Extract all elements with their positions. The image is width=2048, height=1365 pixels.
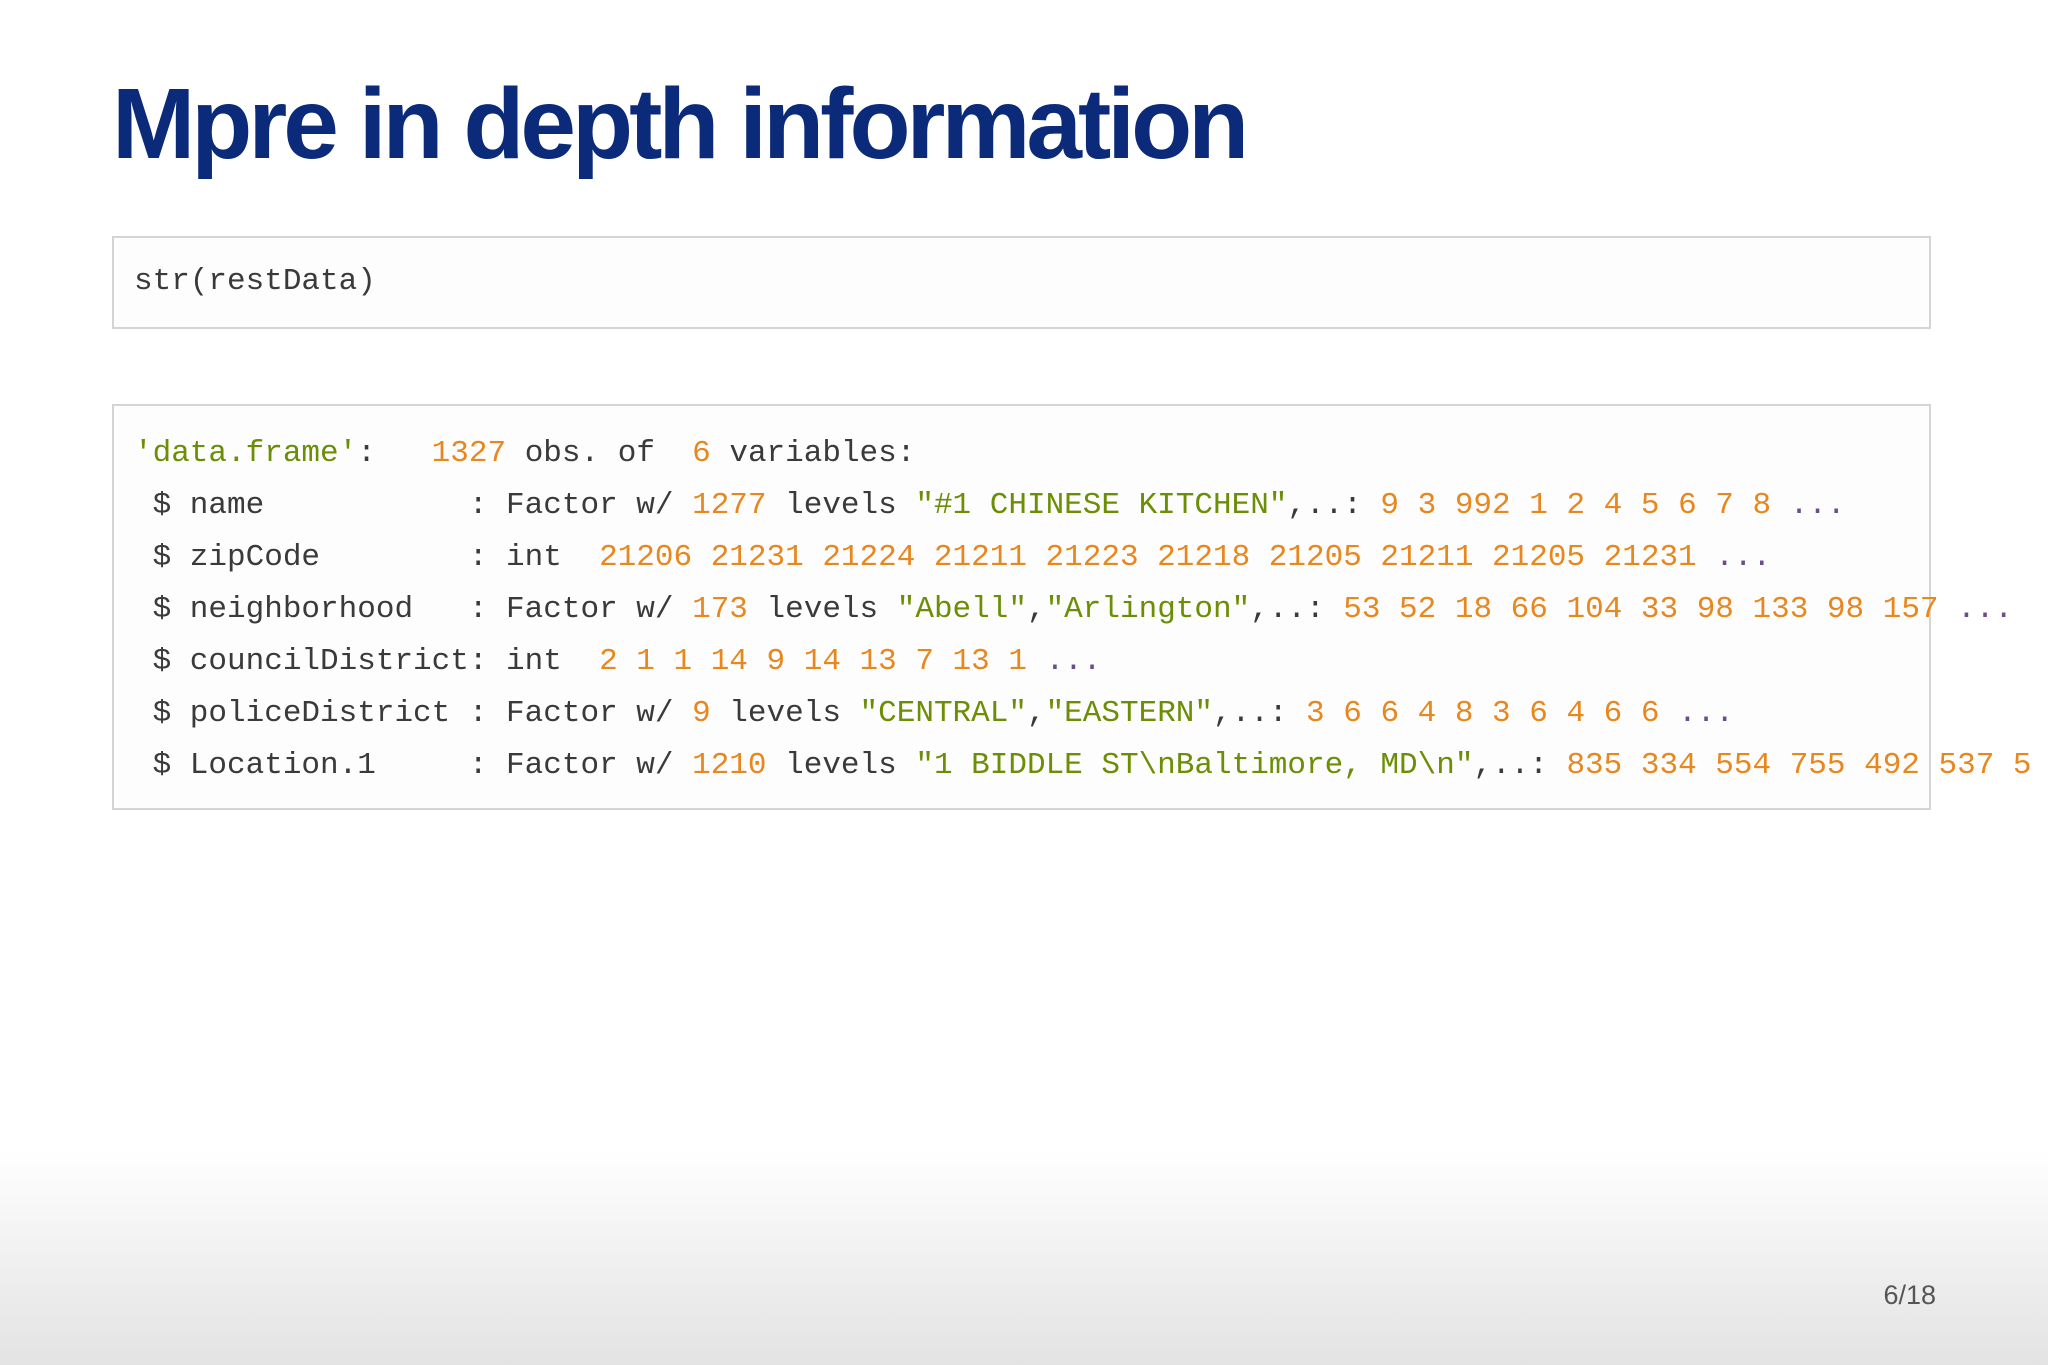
output-line: $ councilDistrict: int 2 1 1 14 9 14 13 … [134, 636, 1929, 688]
text-token: $ Location.1 : Factor w/ [134, 748, 693, 783]
output-line: 'data.frame': 1327 obs. of 6 variables: [134, 428, 1929, 480]
number-token: 2 1 1 14 9 14 13 7 13 1 [599, 644, 1027, 679]
text-token: $ neighborhood : Factor w/ [134, 592, 693, 627]
output-line: $ Location.1 : Factor w/ 1210 levels "1 … [134, 740, 2032, 792]
ellipsis-token: ... [1678, 696, 1734, 731]
text-token: ,..: [1287, 488, 1381, 523]
text-token: $ zipCode : int [134, 540, 600, 575]
text-token: , [1026, 592, 1046, 627]
text-token: levels [747, 592, 897, 627]
text-token: variables: [710, 436, 916, 471]
string-token: "CENTRAL" [859, 696, 1027, 731]
string-token: "Arlington" [1045, 592, 1251, 627]
number-token: 9 [692, 696, 711, 731]
string-token: "1 BIDDLE ST\nBaltimore, MD\n" [915, 748, 1474, 783]
number-token: 6 [692, 436, 711, 471]
number-token: 1277 [692, 488, 767, 523]
text-token: $ councilDistrict: int [134, 644, 600, 679]
text-token: ,..: [1250, 592, 1344, 627]
number-token: 3 6 6 4 8 3 6 4 6 6 [1306, 696, 1660, 731]
text-token [1697, 540, 1716, 575]
output-line: $ policeDistrict : Factor w/ 9 levels "C… [134, 688, 1929, 740]
text-token [1660, 696, 1679, 731]
output-line: $ name : Factor w/ 1277 levels "#1 CHINE… [134, 480, 1929, 532]
code-input-line: str(restData) [134, 264, 376, 299]
text-token: , [1026, 696, 1046, 731]
text-token: levels [710, 696, 860, 731]
text-token: : [357, 436, 432, 471]
text-token: obs. of [506, 436, 693, 471]
text-token: $ name : Factor w/ [134, 488, 693, 523]
text-token: ,..: [1213, 696, 1307, 731]
text-token: $ policeDistrict : Factor w/ [134, 696, 693, 731]
output-line: $ neighborhood : Factor w/ 173 levels "A… [134, 584, 2013, 636]
text-token: ,..: [1473, 748, 1567, 783]
string-token: "EASTERN" [1045, 696, 1214, 731]
output-line: $ zipCode : int 21206 21231 21224 21211 … [134, 532, 1929, 584]
text-token [1771, 488, 1790, 523]
slide-title: Mpre in depth information [112, 68, 1249, 180]
number-token: 173 [692, 592, 748, 627]
code-input-block: str(restData) [112, 236, 1931, 329]
text-token [1939, 592, 1958, 627]
text-token: levels [766, 748, 916, 783]
text-token: levels [766, 488, 916, 523]
number-token: 835 334 554 755 492 537 5 [1566, 748, 2032, 783]
number-token: 21206 21231 21224 21211 21223 21218 2120… [599, 540, 1697, 575]
page-number: 6/18 [1883, 1280, 1936, 1310]
number-token: 1327 [431, 436, 507, 471]
number-token: 53 52 18 66 104 33 98 133 98 157 [1343, 592, 1939, 627]
ellipsis-token: ... [1045, 644, 1102, 679]
text-token [1027, 644, 1046, 679]
code-output-block: 'data.frame': 1327 obs. of 6 variables: … [112, 404, 2032, 810]
ellipsis-token: ... [1957, 592, 2013, 627]
string-token: "Abell" [896, 592, 1027, 627]
number-token: 1210 [692, 748, 767, 783]
string-token: "#1 CHINESE KITCHEN" [915, 488, 1288, 523]
ellipsis-token: ... [1715, 540, 1772, 575]
string-token: 'data.frame' [134, 436, 358, 471]
number-token: 9 3 992 1 2 4 5 6 7 8 [1380, 488, 1772, 523]
code-output-lines: 'data.frame': 1327 obs. of 6 variables: … [134, 428, 2032, 792]
ellipsis-token: ... [1789, 488, 1846, 523]
